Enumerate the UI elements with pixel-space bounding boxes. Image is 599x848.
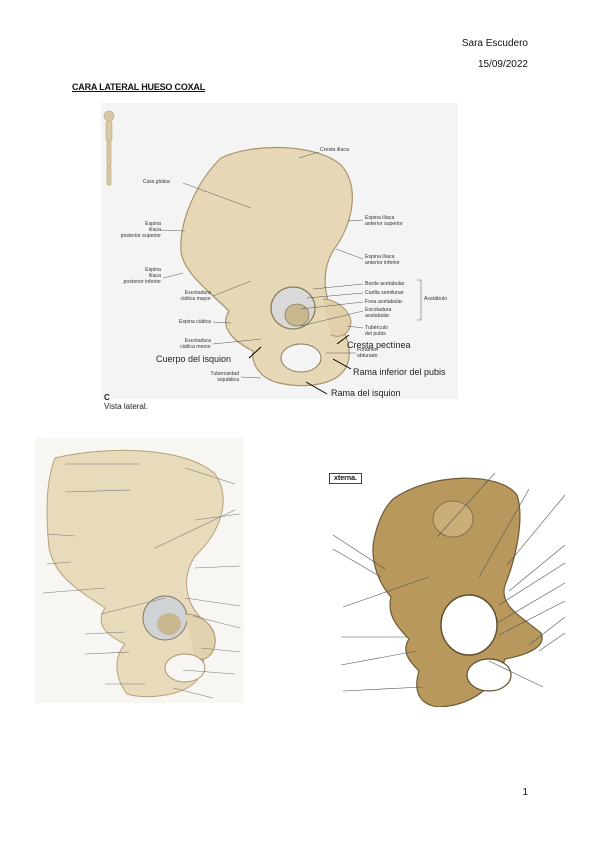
label-fosa-acetabular: Fosa acetabular	[365, 299, 403, 305]
handwritten-cuerpo-isquion: Cuerpo del isquion	[156, 354, 232, 364]
figure-caption-externa: xterna.	[329, 473, 362, 484]
handwritten-rama-inf-pubis: Rama inferior del pubis	[353, 367, 446, 377]
unlabeled-figure-2: xterna.	[329, 465, 566, 707]
figure-caption: C Vista lateral.	[104, 384, 148, 411]
label-foramen-obturado: Foramen obturado	[357, 347, 378, 359]
ilium-wing	[180, 146, 353, 387]
label-espina-ant-inf: Espina ilíaca anterior inferior	[365, 254, 400, 266]
label-cresta-iliaca: Cresta ilíaca	[320, 147, 349, 153]
label-espina-ciatica: Espina ciática	[178, 319, 211, 325]
hip-bone-blank-illustration	[42, 449, 241, 699]
skeleton-thumbnail-icon	[103, 110, 115, 186]
document-date: 15/09/2022	[477, 59, 528, 70]
label-espina-ant-sup: Espina ilíaca anterior superior	[365, 215, 403, 227]
label-espina-post-inf: Espina ilíaca posterior inferior	[123, 267, 161, 285]
label-tuberosidad: Tuberosidad isquiática	[210, 371, 239, 383]
caption-letter: C	[104, 393, 110, 402]
label-cara-glutea: Cara glútea	[143, 179, 170, 185]
page-number: 1	[522, 787, 528, 798]
unlabeled-figure-1	[35, 438, 244, 703]
page-title: CARA LATERAL HUESO COXAL	[72, 82, 206, 92]
label-tuberculo-pubis: Tubérculo del pubis	[365, 325, 388, 337]
author-name: Sara Escudero	[461, 38, 528, 49]
handwritten-rama-isquion: Rama del isquion	[331, 388, 401, 398]
label-escotadura-menor: Escotadura ciática menor	[180, 338, 211, 350]
label-espina-post-sup: Espina ilíaca posterior superior	[120, 221, 161, 239]
pubis-ramus	[322, 298, 352, 337]
hip-bone-illustration	[103, 110, 422, 395]
label-borde-acetabular: Borde acetabular	[365, 281, 405, 287]
handwritten-cresta-pectinea: Cresta pectínea	[347, 340, 411, 350]
label-escotadura-mayor: Escotadura ciática mayor	[180, 290, 211, 302]
obturator-foramen	[280, 343, 322, 373]
label-carilla-semilunar: Carilla semilunar	[365, 290, 404, 296]
hip-bone-external-illustration	[332, 472, 566, 707]
caption-text: Vista lateral.	[104, 402, 148, 411]
label-acetabulo: Acetábulo	[424, 296, 448, 302]
label-escotadura-acetabular: Escotadura acetabular	[365, 307, 392, 319]
lateral-view-figure: Cresta ilíaca Cara glútea Espina ilíaca …	[101, 103, 458, 411]
